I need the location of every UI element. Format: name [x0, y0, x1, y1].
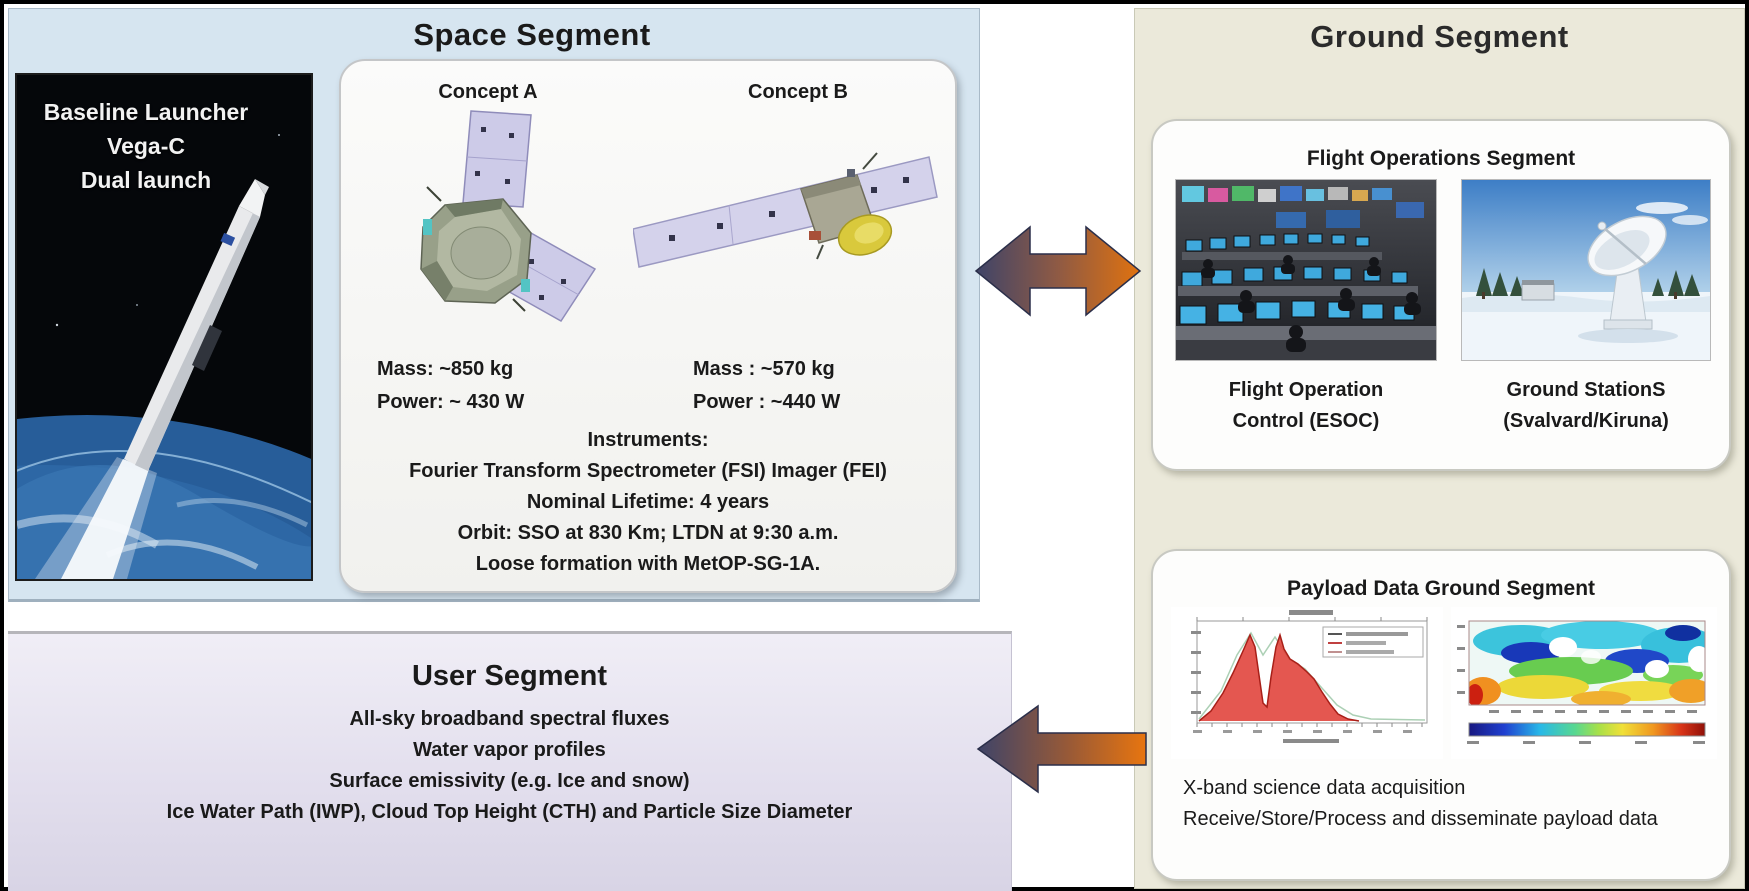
rocket-illustration: [17, 75, 311, 579]
flight-operations-title: Flight Operations Segment: [1306, 147, 1576, 170]
concept-common-specs: Instruments: Fourier Transform Spectrome…: [341, 425, 955, 580]
caption-line: Flight Operation: [1228, 379, 1384, 401]
flight-operations-card: Flight Operations Segment: [1151, 119, 1731, 471]
control-room-illustration: [1176, 180, 1436, 360]
user-segment-title: User Segment: [411, 660, 607, 692]
concept-b-mass: Mass : ~570 kg: [693, 358, 835, 380]
concept-b-power: Power : ~440 W: [693, 391, 841, 413]
ground-station-illustration: [1462, 180, 1710, 360]
ground-segment-title: Ground Segment: [1310, 19, 1569, 54]
control-room-photo: [1175, 179, 1437, 361]
concept-a-label: Concept A: [438, 81, 538, 103]
instruments-line: Fourier Transform Spectrometer (FSI) Ima…: [409, 460, 887, 482]
formation-line: Loose formation with MetOP-SG-1A.: [475, 553, 821, 575]
launcher-caption-line3: Dual launch: [80, 167, 212, 193]
satellite-a-illustration: [420, 110, 597, 322]
caption-line: Ground StationS: [1506, 379, 1666, 401]
flight-ops-caption-left: Flight Operation Control (ESOC): [1175, 375, 1437, 437]
user-segment-items: All-sky broadband spectral fluxes Water …: [8, 704, 1011, 828]
spectral-chart-image: [1171, 607, 1443, 759]
launcher-caption-line2: Vega-C: [107, 133, 185, 159]
launcher-caption: Baseline Launcher Vega-C Dual launch: [21, 95, 271, 197]
space-segment-panel: Space Segment: [8, 8, 980, 602]
caption-line: Control (ESOC): [1232, 410, 1380, 432]
ground-segment-panel: Ground Segment Flight Operations Segment: [1134, 8, 1745, 889]
satellite-b-illustration: [633, 152, 938, 268]
payload-description: X-band science data acquisition Receive/…: [1183, 773, 1658, 835]
user-item: Surface emissivity (e.g. Ice and snow): [329, 770, 690, 792]
launcher-photo: Baseline Launcher Vega-C Dual launch: [15, 73, 313, 581]
diagram-canvas: Space Segment: [4, 4, 1745, 891]
space-segment-title: Space Segment: [413, 17, 651, 52]
payload-data-card: Payload Data Ground Segment: [1151, 549, 1731, 881]
map-chart-image: [1451, 607, 1717, 759]
instruments-label: Instruments:: [587, 429, 709, 451]
user-segment-panel: User Segment All-sky broadband spectral …: [8, 631, 1012, 891]
user-item: All-sky broadband spectral fluxes: [349, 708, 670, 730]
concept-a-mass: Mass: ~850 kg: [377, 358, 514, 380]
caption-line: (Svalvard/Kiruna): [1503, 410, 1669, 432]
flight-ops-caption-right: Ground StationS (Svalvard/Kiruna): [1461, 375, 1711, 437]
lifetime-line: Nominal Lifetime: 4 years: [526, 491, 770, 513]
space-ground-arrow-icon: [974, 225, 1142, 317]
user-item: Ice Water Path (IWP), Cloud Top Height (…: [166, 801, 853, 823]
ground-station-photo: [1461, 179, 1711, 361]
concept-b-label: Concept B: [748, 81, 848, 103]
user-item: Water vapor profiles: [413, 739, 606, 761]
payload-line-2: Receive/Store/Process and disseminate pa…: [1183, 808, 1658, 830]
payload-data-title: Payload Data Ground Segment: [1286, 577, 1596, 600]
orbit-line: Orbit: SSO at 830 Km; LTDN at 9:30 a.m.: [457, 522, 839, 544]
launcher-caption-line1: Baseline Launcher: [43, 99, 249, 125]
payload-user-arrow-icon: [976, 704, 1147, 794]
payload-line-1: X-band science data acquisition: [1183, 777, 1466, 799]
concept-card: Concept A Concept B: [339, 59, 957, 593]
concept-a-power: Power: ~ 430 W: [377, 391, 525, 413]
